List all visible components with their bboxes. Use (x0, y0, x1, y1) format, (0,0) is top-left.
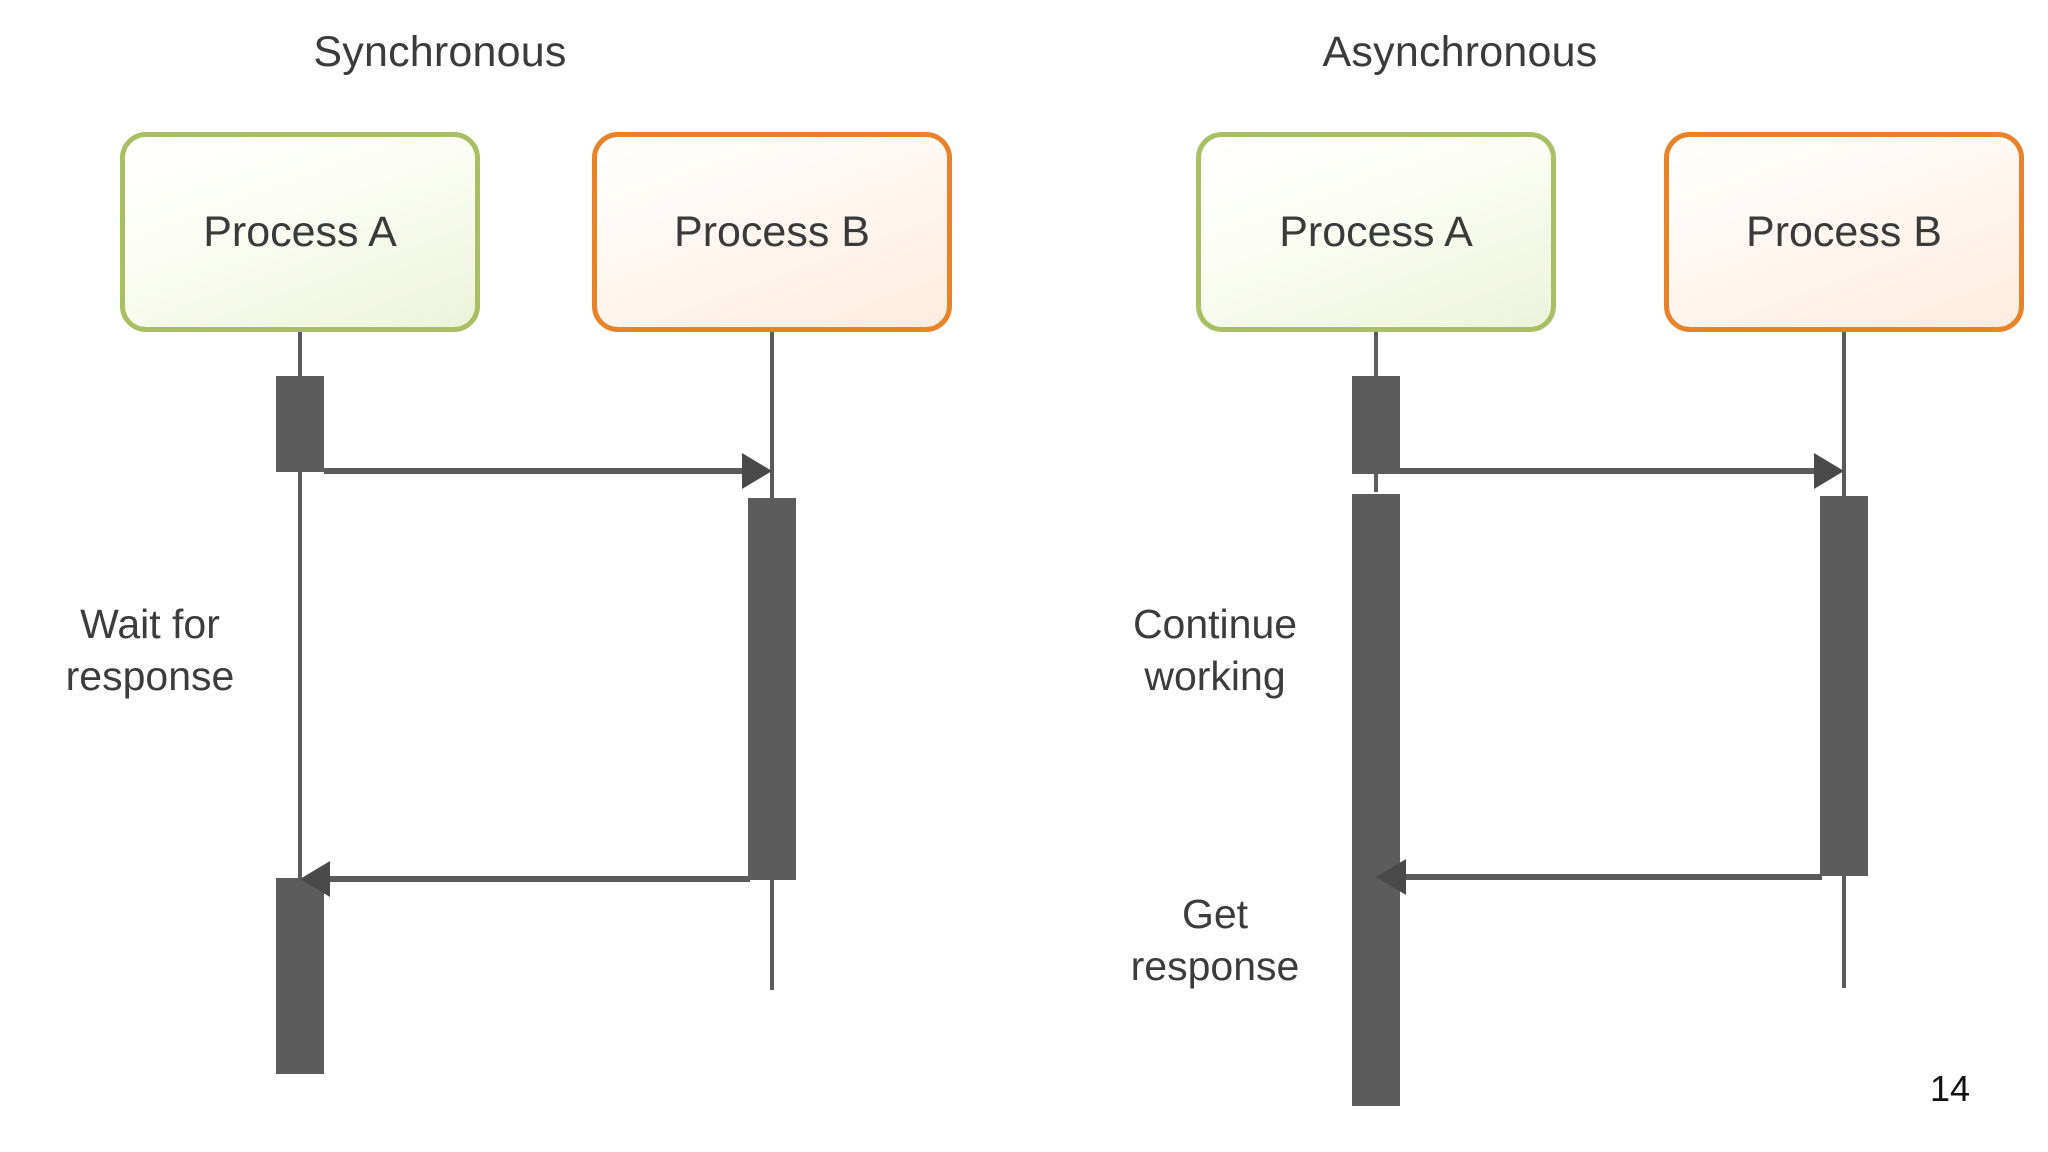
async-note-continue-working: Continue working (1132, 601, 1298, 700)
sync-lifeline-process-a (298, 332, 302, 1074)
async-participant-process-a: Process A (1196, 132, 1556, 332)
async-activation-process-b (1820, 496, 1868, 876)
sync-message-response-arrowhead-icon (300, 861, 330, 897)
async-activation-process-a-continue (1352, 494, 1400, 1106)
async-message-request-line (1400, 468, 1816, 474)
sync-participant-process-b: Process B (592, 132, 952, 332)
async-activation-process-a-request (1352, 376, 1400, 474)
async-message-response-line (1406, 874, 1822, 880)
async-message-request-arrowhead-icon (1814, 453, 1844, 489)
page-number: 14 (1930, 1068, 1971, 1109)
participant-label: Process A (203, 207, 397, 256)
sync-activation-process-a-request (276, 376, 324, 472)
sync-note-wait-for-response: Wait for response (65, 601, 235, 700)
sync-participant-process-a: Process A (120, 132, 480, 332)
async-participant-process-b: Process B (1664, 132, 2024, 332)
participant-label: Process B (674, 207, 870, 256)
sync-activation-process-b (748, 498, 796, 880)
panel-title-asynchronous: Asynchronous (1322, 28, 1598, 76)
participant-label: Process B (1746, 207, 1942, 256)
async-message-response-arrowhead-icon (1376, 859, 1406, 895)
sync-message-request-arrowhead-icon (742, 453, 772, 489)
sync-activation-process-a-response (276, 878, 324, 1074)
panel-title-synchronous: Synchronous (313, 28, 567, 76)
sync-message-request-line (324, 468, 744, 474)
async-note-get-response: Get response (1130, 891, 1300, 990)
participant-label: Process A (1279, 207, 1473, 256)
sync-message-response-line (330, 876, 750, 882)
